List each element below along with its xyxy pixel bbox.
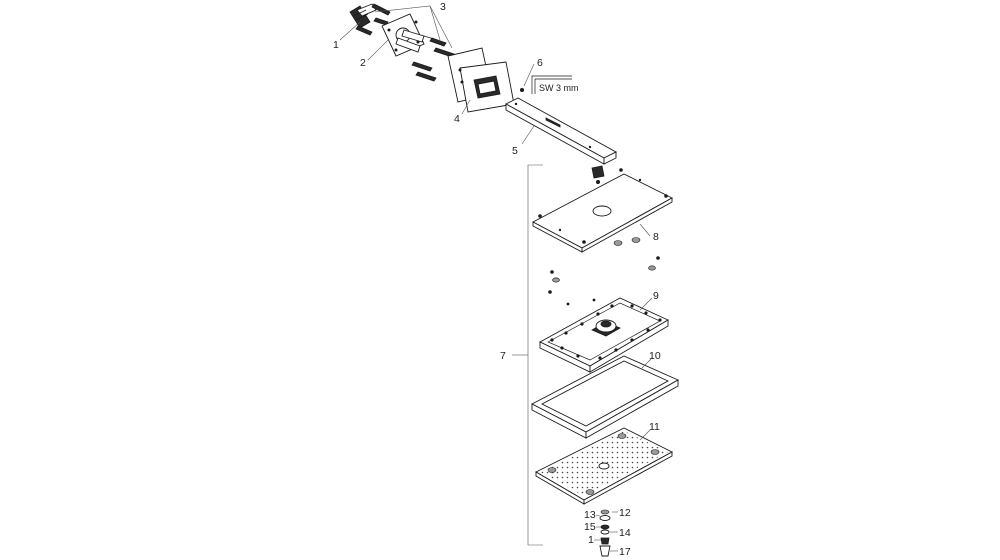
leader-5 [521,125,535,145]
label-12: 12 [619,507,631,519]
part-6-set-screw [520,75,572,94]
part-3-screws [411,37,455,82]
wrench-size-note: SW 3 mm [539,83,579,93]
label-3: 3 [440,1,446,13]
part-1-connector [349,3,377,29]
leader-2 [367,39,389,61]
leader-6 [523,63,535,87]
part-2-mount-plate [381,13,435,57]
part-4-rosette [447,47,515,113]
leader-9 [639,297,653,311]
label-6: 6 [537,57,543,69]
fixings-group [548,237,660,306]
part-10-tray [531,355,679,439]
label-10: 10 [649,350,661,362]
label-4: 4 [454,113,460,125]
label-9: 9 [653,290,659,302]
part-11-spray-plate [535,427,673,505]
leader-13 [595,514,601,517]
leader-11 [639,429,651,441]
part-5-shower-arm [505,97,617,165]
label-11: 11 [649,421,660,433]
leader-10 [641,357,653,369]
label-8: 8 [653,231,659,243]
label-14: 14 [619,527,631,539]
leader-8 [639,223,651,237]
label-15: 15 [584,521,596,533]
part-8-cover-plate [532,168,673,253]
part-9-frame [539,297,669,373]
label-5: 5 [512,145,518,157]
label-17: 17 [619,546,631,558]
label-13: 13 [584,509,596,521]
label-2: 2 [360,57,366,69]
nozzle-stack [599,509,611,557]
label-1: 1 [333,39,339,51]
leader-1 [339,21,361,41]
small-screws-top [355,3,391,36]
arm-connector [591,165,605,184]
leader-4 [461,99,471,115]
label-16: 1 [588,534,594,546]
label-7: 7 [500,350,506,362]
